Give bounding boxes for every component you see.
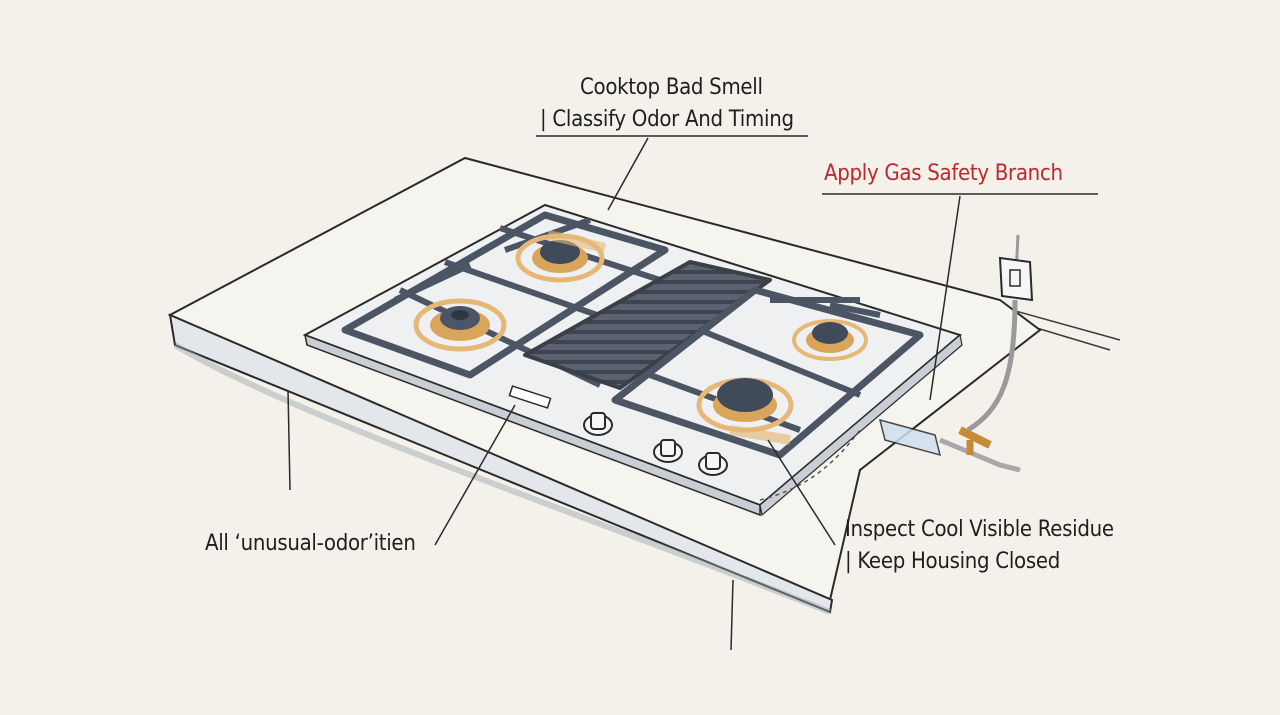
annotation-line: | Classify Odor And Timing (540, 107, 794, 132)
gas-safety-annotation: Apply Gas Safety Branch (824, 158, 1063, 190)
knob-1[interactable] (583, 412, 613, 436)
knob-3[interactable] (698, 452, 728, 476)
control-knobs (583, 412, 728, 476)
burner-back-left (515, 230, 607, 283)
leader-lines (434, 135, 1098, 546)
housing-outline (759, 429, 861, 501)
annotation-line: Apply Gas Safety Branch (824, 161, 1063, 186)
inspect-annotation: Inspect Cool Visible Residue | Keep Hous… (845, 514, 1114, 578)
burner-front-right (696, 377, 794, 445)
burner-front-left (413, 298, 507, 352)
cooktop-smell-annotation: Cooktop Bad Smell | Classify Odor And Ti… (540, 72, 794, 136)
control-display (508, 385, 552, 409)
center-griddle (523, 260, 772, 390)
wall-outlet (998, 256, 1034, 302)
annotation-line: | Keep Housing Closed (845, 549, 1061, 574)
annotation-line: Inspect Cool Visible Residue (845, 517, 1114, 542)
annotation-line: All ‘unusual-odor’itien (205, 531, 416, 556)
odor-annotation: All ‘unusual-odor’itien (205, 528, 416, 560)
burner-back-right (792, 319, 868, 361)
annotation-line: Cooktop Bad Smell (580, 75, 763, 100)
knob-2[interactable] (653, 439, 683, 463)
